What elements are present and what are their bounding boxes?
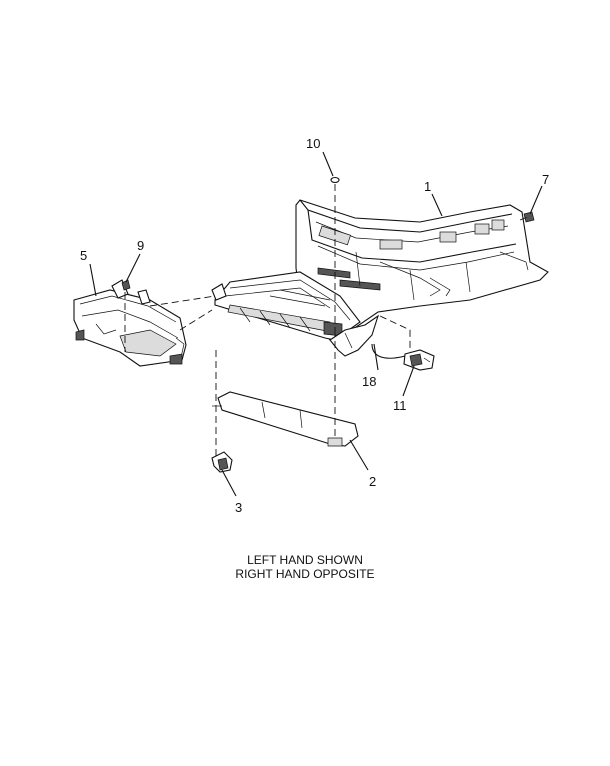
callout-7: 7 <box>542 172 549 187</box>
caption-line-1: LEFT HAND SHOWN <box>247 553 363 567</box>
part-2-floor-cover-panel <box>212 391 359 447</box>
callout-2: 2 <box>369 474 376 489</box>
part-11-bracket <box>403 349 435 371</box>
part-10-fastener <box>330 176 340 184</box>
part-5-side-storage-bin <box>73 279 187 367</box>
part-18-cable <box>371 343 406 359</box>
callout-10: 10 <box>306 136 320 151</box>
callout-11: 11 <box>393 398 407 413</box>
part-7-fastener <box>523 211 535 223</box>
callout-1: 1 <box>424 179 431 194</box>
callout-18: 18 <box>362 374 376 389</box>
part-3-retainer-clip <box>211 451 233 473</box>
caption-line-2: RIGHT HAND OPPOSITE <box>235 567 375 581</box>
callout-9: 9 <box>137 238 144 253</box>
assembly-guide-lines <box>124 184 531 458</box>
callout-5: 5 <box>80 248 87 263</box>
part-1-rear-trim-panel <box>211 199 549 357</box>
callout-3: 3 <box>235 500 242 515</box>
callout-labels: 1 2 3 5 7 9 10 11 18 <box>80 136 549 515</box>
callout-leaders <box>89 151 543 497</box>
